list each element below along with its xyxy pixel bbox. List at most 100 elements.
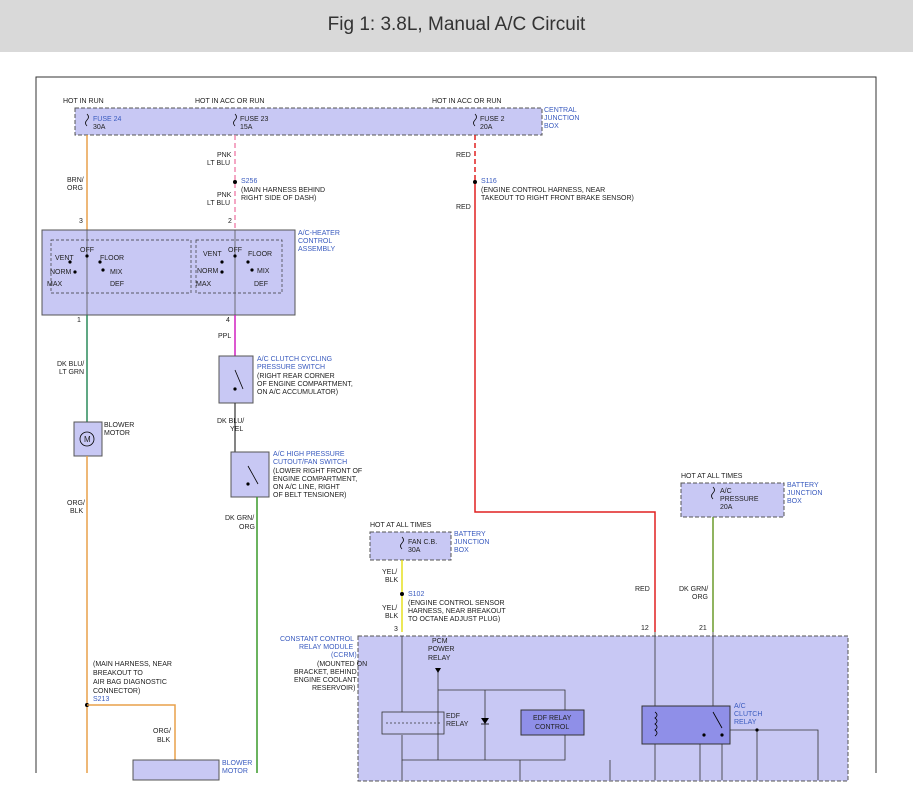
accc-label: PRESSURE SWITCH: [257, 364, 325, 371]
edf-relay: [381, 711, 445, 735]
wire-label: RED: [635, 586, 650, 593]
edf-relay-label: RELAY: [446, 721, 469, 728]
switch-contact: [98, 260, 102, 264]
pin-label: 21: [699, 625, 707, 632]
wire-label: LT BLU: [207, 200, 230, 207]
pin-label: 3: [394, 626, 398, 633]
switch-pos-label: VENT: [55, 255, 74, 262]
fuse-24-label: FUSE 24: [93, 116, 122, 123]
hot-acc-run-label-2: HOT IN ACC OR RUN: [432, 98, 502, 105]
cjb-label-3: BOX: [544, 123, 559, 130]
switch-contact: [220, 270, 224, 274]
pin-label: 3: [79, 218, 83, 225]
splice-s102-desc: TO OCTANE ADJUST PLUG): [408, 616, 500, 623]
wire-label: DK BLU/: [57, 361, 84, 368]
switch-blade: [247, 465, 259, 485]
ach-label-1: A/C-HEATER: [298, 230, 340, 237]
wire-label: ORG: [239, 524, 255, 531]
splice-s102-dot: [400, 592, 404, 596]
fuse-2-symbol: [473, 113, 477, 127]
accc-desc: OF ENGINE COMPARTMENT,: [257, 381, 353, 388]
ccrm-label: RELAY MODULE: [299, 644, 354, 651]
ac-clutch-cycling-switch: [218, 355, 254, 404]
wire-label: YEL/: [382, 569, 397, 576]
pin-label: 1: [77, 317, 81, 324]
switch-contact: [220, 260, 224, 264]
figure-header: Fig 1: 3.8L, Manual A/C Circuit: [0, 0, 913, 52]
switch-pos-label: DEF: [110, 281, 124, 288]
splice-s116-desc: (ENGINE CONTROL HARNESS, NEAR: [481, 187, 605, 194]
edf-relay-control: [520, 709, 585, 736]
edf-ctrl-label: EDF RELAY: [533, 715, 572, 722]
wire-label: DK GRN/: [679, 586, 708, 593]
pcm-relay-label: POWER: [428, 646, 454, 653]
edf-relay-label: EDF: [446, 713, 460, 720]
fuse-24-amp: 30A: [93, 124, 106, 131]
achp-desc: ON A/C LINE, RIGHT: [273, 484, 341, 491]
fuse-2-amp: 20A: [480, 124, 493, 131]
acp-label: 20A: [720, 504, 733, 511]
wire-org-blk-branch: [87, 704, 176, 762]
fan-cb-label: 30A: [408, 547, 421, 554]
ach-label-3: ASSEMBLY: [298, 246, 336, 253]
ac-clutch-relay-label: RELAY: [734, 719, 757, 726]
switch-contact: [250, 268, 254, 272]
ac-clutch-relay: [641, 705, 731, 745]
splice-s102-desc: (ENGINE CONTROL SENSOR: [408, 600, 505, 607]
blower-label: MOTOR: [104, 430, 130, 437]
wire-label: BLK: [157, 737, 171, 744]
splice-s116-desc: TAKEOUT TO RIGHT FRONT BRAKE SENSOR): [481, 195, 634, 202]
wire-label: BLK: [70, 508, 84, 515]
diode-icon: [481, 718, 489, 724]
battery-junction-box-ac: [680, 482, 785, 518]
main-harness-desc: AIR BAG DIAGNOSTIC: [93, 679, 167, 686]
pcm-relay-label: RELAY: [428, 655, 451, 662]
ach-label-2: CONTROL: [298, 238, 332, 245]
diagram-frame: [35, 76, 877, 773]
blower-motor: [73, 421, 103, 457]
blower-2-label: MOTOR: [222, 768, 248, 775]
switch-pos-label: MAX: [47, 281, 63, 288]
bjb-label: BOX: [454, 547, 469, 554]
wire-label: YEL/: [382, 605, 397, 612]
wire-label: ORG/: [67, 500, 85, 507]
ccrm-wire: [401, 735, 566, 761]
bjb-label: BOX: [787, 498, 802, 505]
switch-pos-label: NORM: [197, 268, 219, 275]
switch-contact: [246, 260, 250, 264]
wire-label: ORG: [67, 185, 83, 192]
bjb-label: JUNCTION: [787, 490, 822, 497]
edf-ctrl-label: CONTROL: [535, 724, 569, 731]
switch-contact: [85, 254, 89, 258]
fuse-24-symbol: [85, 113, 89, 127]
circuit-breaker-symbol: [400, 536, 404, 550]
fuse-2-label: FUSE 2: [480, 116, 505, 123]
pin-label: 4: [226, 317, 230, 324]
main-harness-desc: BREAKOUT TO: [93, 670, 143, 677]
splice-s256-dot: [233, 180, 237, 184]
fuse-23-label: FUSE 23: [240, 116, 269, 123]
switch-pos-label: NORM: [50, 269, 72, 276]
motor-letter: M: [84, 435, 91, 444]
figure-title: Fig 1: 3.8L, Manual A/C Circuit: [327, 14, 586, 35]
wire-label: BRN/: [67, 177, 84, 184]
accc-desc: (RIGHT REAR CORNER: [257, 373, 335, 380]
ac-clutch-relay-label: A/C: [734, 703, 746, 710]
ac-heater-control-assembly: [41, 229, 296, 316]
achp-desc: OF BELT TENSIONER): [273, 492, 347, 499]
achp-label: A/C HIGH PRESSURE: [273, 451, 345, 458]
hot-at-all-times-label: HOT AT ALL TIMES: [681, 473, 743, 480]
switch-pos-label: MIX: [257, 268, 270, 275]
achp-desc: (LOWER RIGHT FRONT OF: [273, 468, 362, 475]
blower-2-label: BLOWER: [222, 760, 252, 767]
fuse-23-symbol: [233, 113, 237, 127]
main-harness-desc: (MAIN HARNESS, NEAR: [93, 661, 172, 668]
ccrm-desc: BRACKET, BEHIND: [294, 669, 357, 676]
hot-acc-run-label: HOT IN ACC OR RUN: [195, 98, 265, 105]
wire-label: BLK: [385, 577, 399, 584]
wire-label: ORG/: [153, 728, 171, 735]
cjb-label-1: CENTRAL: [544, 107, 577, 114]
switch-pos-label: FLOOR: [248, 251, 272, 258]
switch-contact: [246, 482, 250, 486]
